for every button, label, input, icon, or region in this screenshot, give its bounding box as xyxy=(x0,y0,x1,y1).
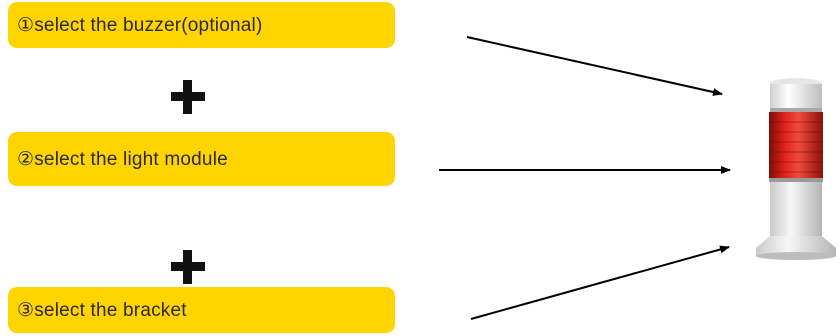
signal-tower-light-icon xyxy=(756,78,836,260)
step-light-module-text: ②select the light module xyxy=(17,148,228,170)
step-bracket-label: ③select the bracket xyxy=(8,287,395,333)
arrow-bracket xyxy=(470,245,730,320)
step-buzzer-text: ①select the buzzer(optional) xyxy=(17,14,263,36)
step-buzzer-label: ①select the buzzer(optional) xyxy=(8,2,395,48)
step-light-module-label: ②select the light module xyxy=(8,132,395,186)
arrow-buzzer xyxy=(466,36,723,96)
step-bracket-text: ③select the bracket xyxy=(17,299,187,321)
plus-icon xyxy=(171,80,205,114)
plus-icon xyxy=(171,250,205,284)
